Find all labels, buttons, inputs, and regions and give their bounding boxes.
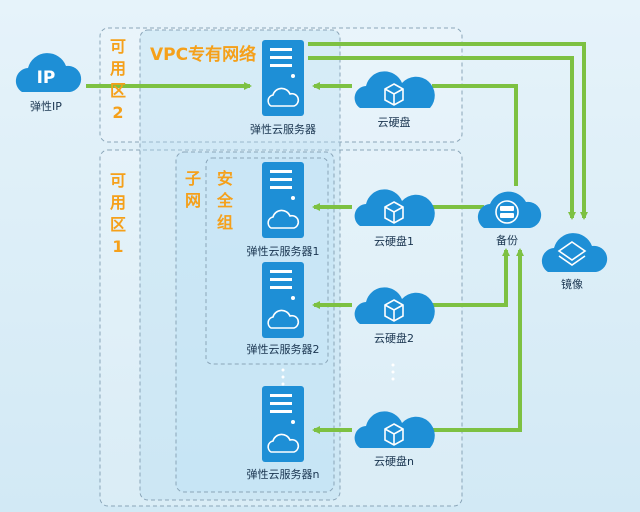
elastic-ip-label: 弹性IP xyxy=(30,100,62,113)
server-to-image-arrow-2 xyxy=(308,56,576,220)
disk-n-label: 云硬盘n xyxy=(374,455,414,468)
zone2-label: 可用区2 xyxy=(109,37,126,122)
disk-2-label: 云硬盘2 xyxy=(374,332,414,345)
image-cloud-icon xyxy=(541,233,608,272)
server-n-icon xyxy=(262,386,304,462)
server-icon xyxy=(262,40,304,116)
disk-n-icon xyxy=(354,411,435,448)
backup-cloud-icon xyxy=(477,191,542,228)
server-1-icon xyxy=(262,162,304,238)
disk-label: 云硬盘 xyxy=(377,116,411,129)
vpc-box xyxy=(139,29,341,501)
diskn-to-backup-arrow xyxy=(432,248,524,432)
disk-1-label: 云硬盘1 xyxy=(374,235,414,248)
elastic-ip-title: IP xyxy=(36,68,56,88)
image-label: 镜像 xyxy=(561,278,583,291)
server-n-label: 弹性云服务器n xyxy=(246,468,320,481)
security-group-label: 安全组 xyxy=(216,169,233,232)
server-to-image-arrow-1 xyxy=(308,42,588,220)
server-2-label: 弹性云服务器2 xyxy=(246,343,320,356)
zone1-label: 可用区1 xyxy=(109,171,126,256)
disk-icon xyxy=(354,71,435,108)
disk-1-icon xyxy=(354,189,435,226)
disk-to-backup-line xyxy=(432,84,518,186)
disk-2-icon xyxy=(354,287,435,324)
vpc-label: VPC专有网络 xyxy=(150,45,257,65)
elastic-ip-cloud-icon xyxy=(15,53,82,92)
disk2-to-backup-arrow xyxy=(432,248,510,307)
server-1-label: 弹性云服务器1 xyxy=(246,245,320,258)
subnet-label: 子网 xyxy=(184,169,201,210)
server-2-icon xyxy=(262,262,304,338)
backup-label: 备份 xyxy=(496,234,518,247)
connectors xyxy=(86,42,588,434)
server-label: 弹性云服务器 xyxy=(250,123,316,136)
ellipsis-dots xyxy=(281,363,395,386)
